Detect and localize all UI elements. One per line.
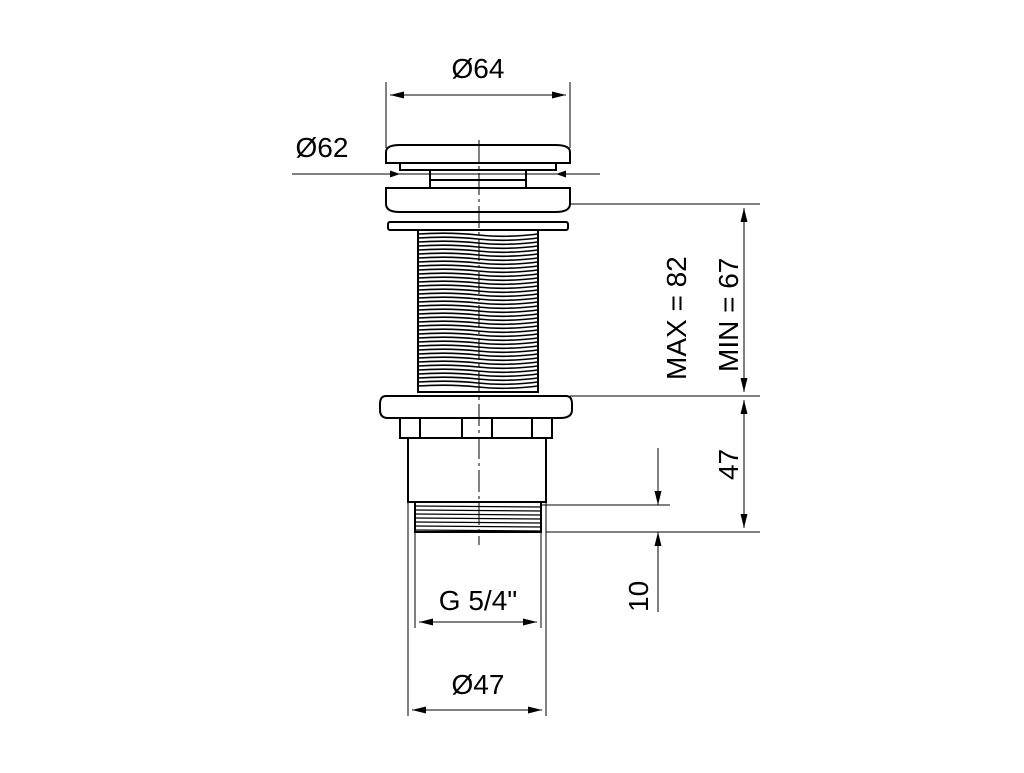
thread-line bbox=[417, 340, 539, 346]
thread-line bbox=[417, 332, 539, 338]
thread-line bbox=[417, 236, 539, 242]
thread-line bbox=[417, 248, 539, 254]
thread-line bbox=[417, 368, 539, 374]
thread-line bbox=[417, 316, 539, 322]
thread-line bbox=[417, 336, 539, 342]
thread-line bbox=[417, 296, 539, 302]
thread-line bbox=[417, 276, 539, 282]
thread-line bbox=[417, 356, 539, 362]
thread-line bbox=[417, 372, 539, 378]
thread-line bbox=[417, 360, 539, 366]
dim-cap-outer-label: Ø64 bbox=[452, 53, 505, 84]
thread-line bbox=[417, 304, 539, 310]
dim-cap-inner-label: Ø62 bbox=[296, 132, 349, 163]
dim-body-height: 47 bbox=[546, 400, 760, 533]
cap-dome bbox=[385, 144, 571, 164]
thread-line bbox=[417, 280, 539, 286]
thread-line bbox=[417, 240, 539, 246]
thread-line bbox=[417, 312, 539, 318]
lower-body bbox=[407, 437, 547, 503]
thread-line bbox=[417, 380, 539, 386]
thread-line bbox=[417, 348, 539, 354]
bottom-thread-line bbox=[414, 517, 542, 520]
thread-line bbox=[417, 320, 539, 326]
thread-line bbox=[417, 252, 539, 258]
thread-line bbox=[417, 272, 539, 278]
thread-line bbox=[417, 268, 539, 274]
shank-thread-lines bbox=[417, 232, 539, 390]
thread-line bbox=[417, 232, 539, 238]
dim-thread-range: MAX = 82 MIN = 67 bbox=[570, 203, 760, 397]
thread-line bbox=[417, 292, 539, 298]
bottom-thread-line bbox=[414, 529, 542, 532]
lock-nut bbox=[379, 395, 573, 419]
thread-line bbox=[417, 256, 539, 262]
bottom-thread-lines bbox=[414, 505, 542, 532]
thread-line bbox=[417, 376, 539, 382]
cap-skirt bbox=[385, 187, 571, 213]
thread-line bbox=[417, 284, 539, 290]
bottom-thread-line bbox=[414, 513, 542, 516]
thread-line bbox=[417, 352, 539, 358]
thread-line bbox=[417, 300, 539, 306]
thread-line bbox=[417, 364, 539, 370]
dim-cap-inner: Ø62 bbox=[292, 132, 600, 178]
cap-collar bbox=[399, 162, 557, 171]
top-flange bbox=[387, 221, 569, 231]
thread-line bbox=[417, 328, 539, 334]
thread-line bbox=[417, 384, 539, 390]
drain-part bbox=[379, 144, 573, 533]
dim-body-diameter-label: Ø47 bbox=[452, 669, 505, 700]
thread-line bbox=[417, 324, 539, 330]
dim-thread-length: 10 bbox=[541, 448, 670, 612]
hex-body bbox=[399, 417, 553, 439]
dim-body-height-label: 47 bbox=[713, 449, 744, 480]
dim-cap-outer: Ø64 bbox=[385, 53, 571, 148]
bottom-thread-line bbox=[414, 525, 542, 528]
thread-line bbox=[417, 308, 539, 314]
thread-line bbox=[417, 264, 539, 270]
dim-min-label: MIN = 67 bbox=[713, 258, 744, 372]
thread-line bbox=[417, 288, 539, 294]
dim-max-label: MAX = 82 bbox=[661, 256, 692, 380]
bottom-thread-line bbox=[414, 509, 542, 512]
dim-thread-length-label: 10 bbox=[623, 581, 654, 612]
thread-line bbox=[417, 244, 539, 250]
dim-thread-size-label: G 5/4" bbox=[439, 585, 517, 616]
bottom-thread-line bbox=[414, 505, 542, 508]
bottom-thread-line bbox=[414, 521, 542, 524]
dim-thread-size: G 5/4" bbox=[414, 532, 542, 628]
thread-line bbox=[417, 260, 539, 266]
dim-body-diameter: Ø47 bbox=[407, 500, 547, 716]
thread-line bbox=[417, 344, 539, 350]
